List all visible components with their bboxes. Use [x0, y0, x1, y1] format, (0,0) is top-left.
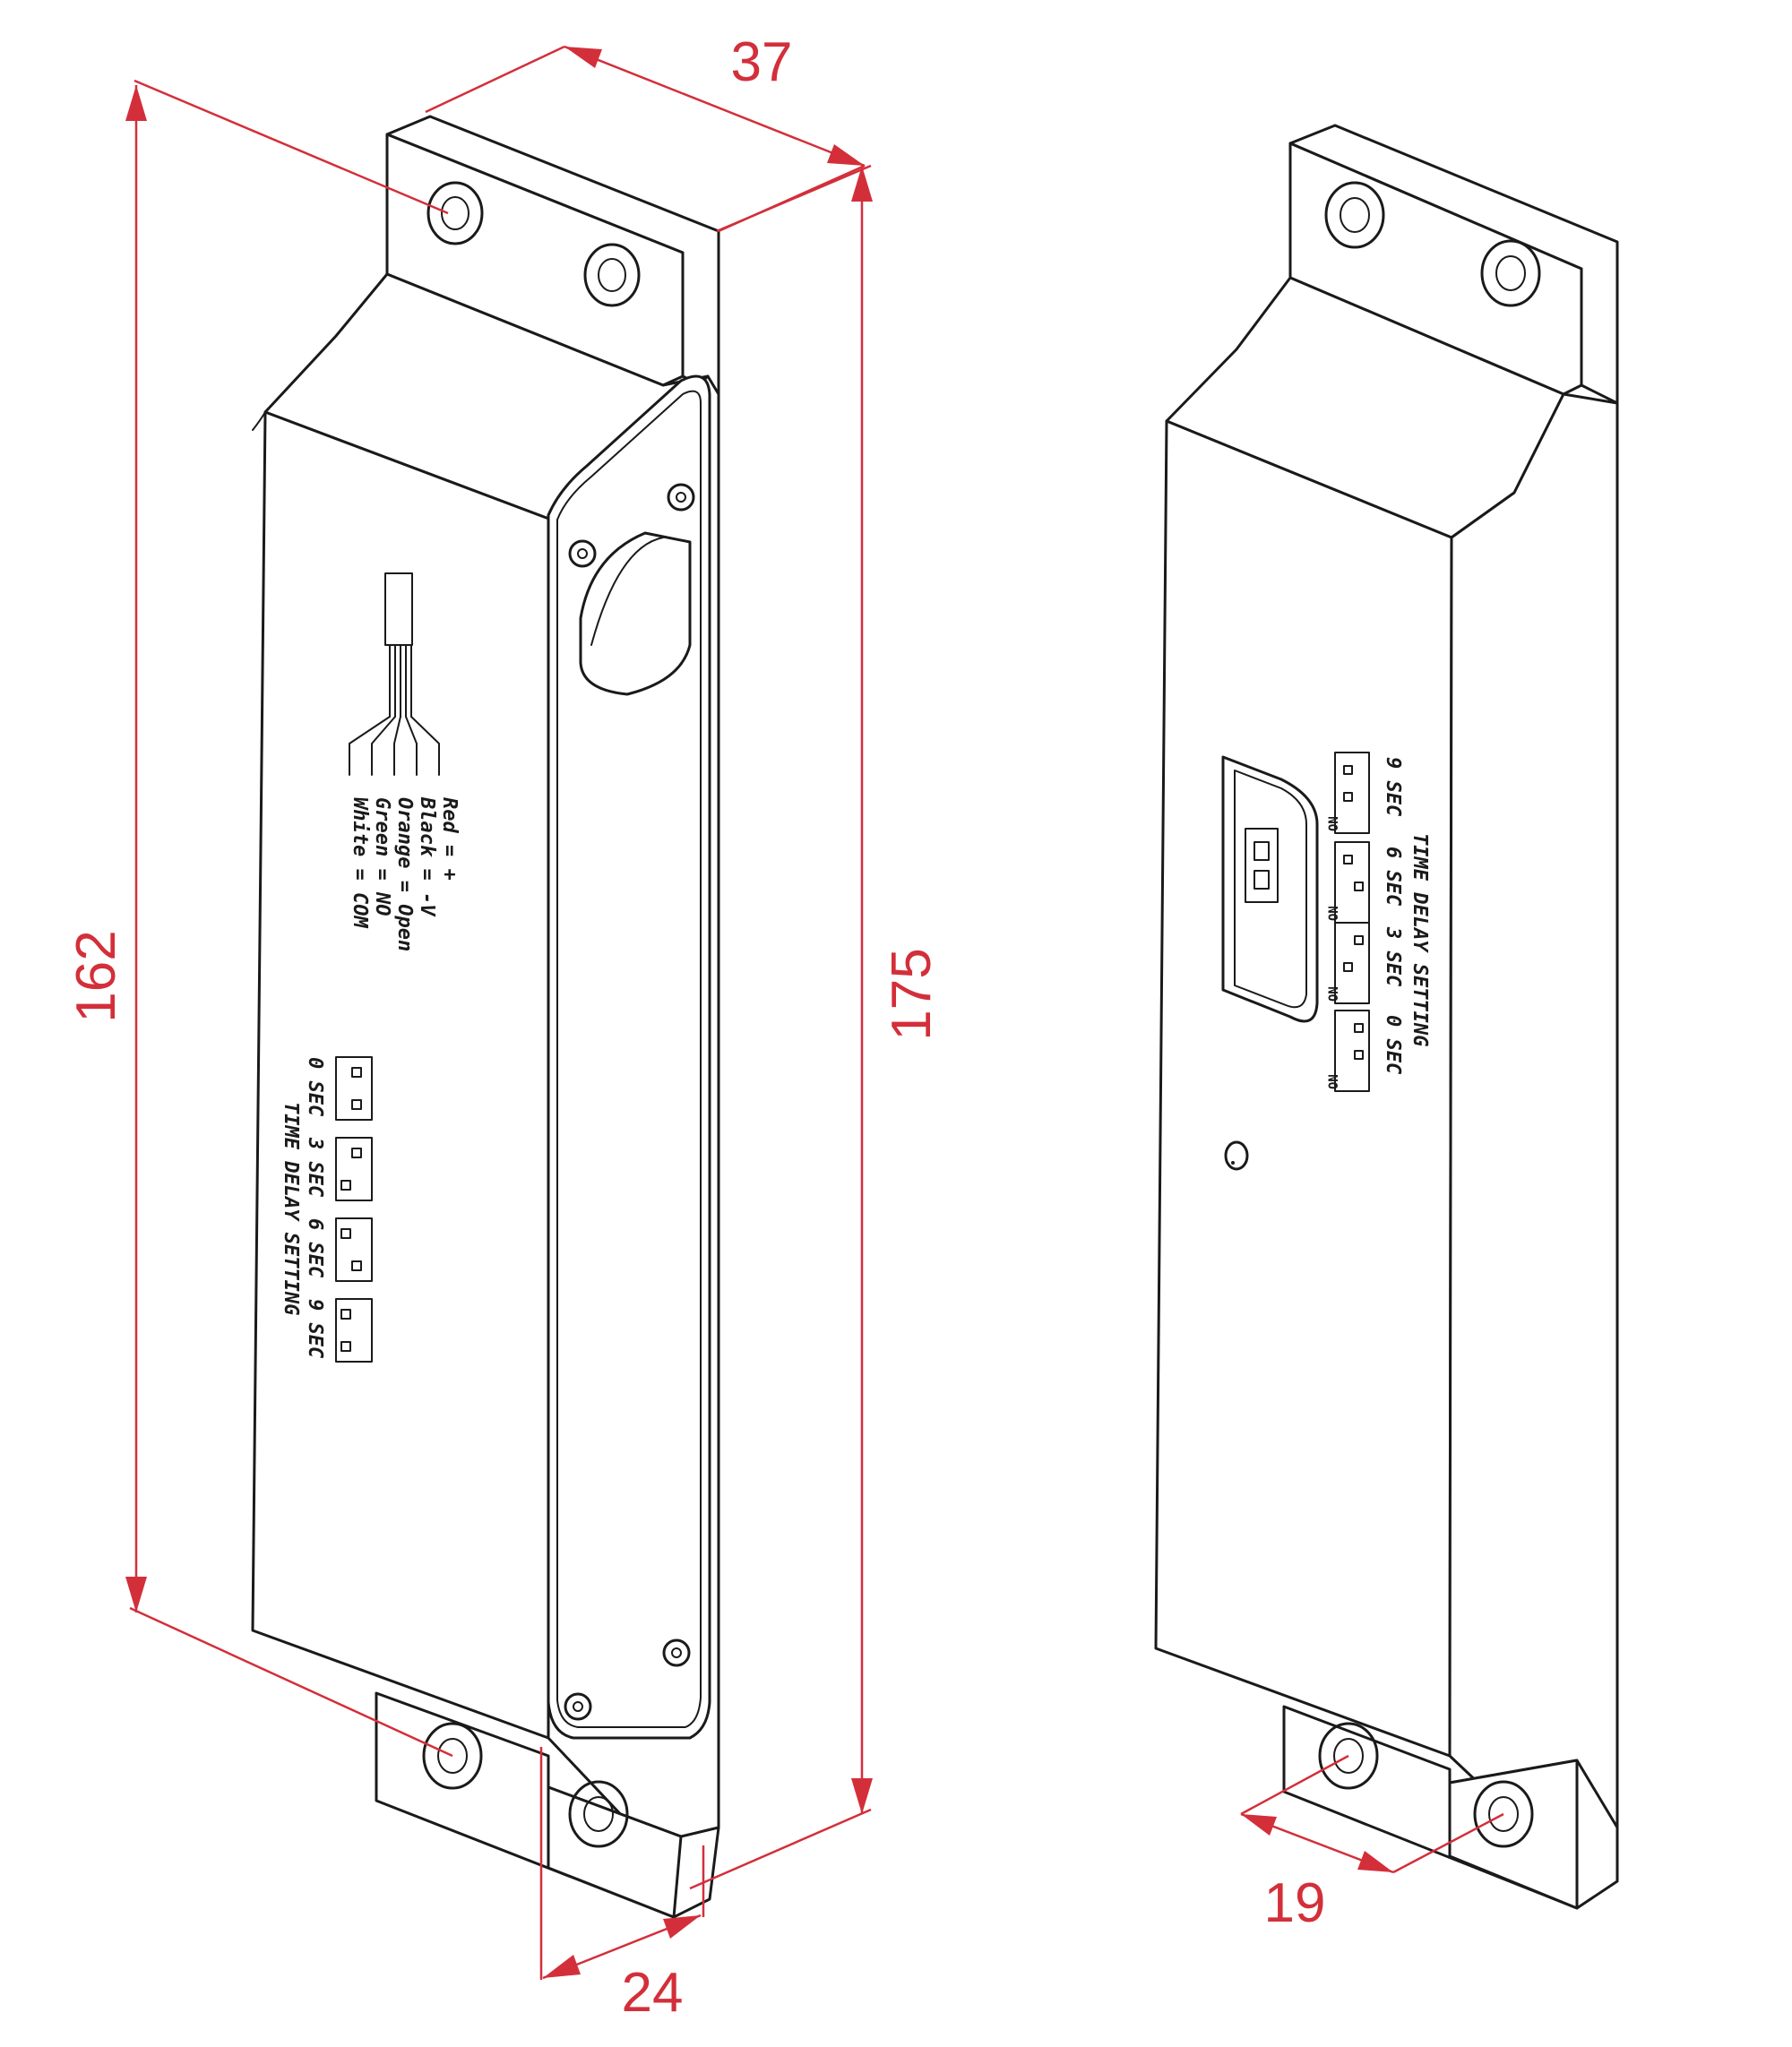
dip-switch [1245, 828, 1279, 903]
wire-white-label: White = COM [349, 797, 371, 928]
wiring-diagram [349, 572, 440, 776]
left-setting-3sec: 3 SEC [304, 1137, 326, 1198]
wire-black-label: Black = -V [416, 796, 438, 917]
svg-text:ON: ON [1327, 1074, 1341, 1089]
right-bottom-hole-1 [1318, 1722, 1379, 1790]
left-flange-hole-2 [583, 243, 641, 307]
left-switch-0sec [335, 1056, 373, 1121]
left-flange-hole-1 [426, 181, 484, 245]
dim-175-label: 175 [881, 948, 943, 1040]
left-setting-6sec: 6 SEC [304, 1218, 326, 1278]
dip-switch-window [1221, 755, 1319, 1023]
wiring-legend: Red = + Black = -V Orange = Open Green =… [349, 796, 461, 951]
left-setting-0sec: 0 SEC [304, 1057, 326, 1117]
left-view: Red = + Black = -V Orange = Open Green =… [65, 31, 943, 2024]
right-time-delay-title: TIME DELAY SETTING [1409, 833, 1431, 1046]
right-setting-9sec: 9 SEC [1382, 757, 1404, 817]
svg-text:ON: ON [1327, 816, 1341, 831]
dim-24-label: 24 [622, 1962, 684, 2024]
dimension-24: 24 [539, 1747, 705, 2024]
right-switch-0sec: ON [1327, 1010, 1370, 1092]
status-led-hole [1224, 1140, 1249, 1171]
right-setting-3sec: 3 SEC [1382, 926, 1404, 987]
right-body-side-face [1154, 419, 1453, 1758]
left-switch-9sec [335, 1298, 373, 1363]
right-body-front-face [1448, 392, 1619, 1865]
right-flange-hole-2 [1480, 239, 1541, 307]
left-time-delay-title: TIME DELAY SETTING [280, 1102, 302, 1315]
wire-green-label: Green = NO [371, 797, 393, 916]
left-bottom-hole-2 [568, 1780, 629, 1848]
left-setting-9sec: 9 SEC [304, 1299, 326, 1359]
left-switch-6sec [335, 1217, 373, 1282]
dimension-175: 175 [689, 164, 943, 1890]
right-time-delay-legend: ON ON ON ON 9 SEC 6 SEC [1327, 752, 1431, 1092]
dimension-37: 37 [425, 31, 866, 233]
right-bottom-hole-2 [1473, 1780, 1534, 1848]
right-setting-0sec: 0 SEC [1382, 1015, 1404, 1075]
svg-text:ON: ON [1327, 986, 1341, 1002]
right-setting-6sec: 6 SEC [1382, 847, 1404, 907]
left-bolt-opening [579, 531, 692, 696]
left-time-delay-legend [335, 1056, 373, 1363]
left-body-side-face [251, 410, 553, 1740]
right-switch-3sec: ON [1327, 922, 1370, 1004]
left-plate-screw-2 [667, 483, 695, 512]
wire-red-label: Red = + [438, 797, 461, 881]
wire-orange-label: Orange = Open [393, 797, 416, 951]
left-plate-screw-1 [568, 539, 597, 568]
dim-19-label: 19 [1264, 1872, 1326, 1934]
left-plate-screw-3 [564, 1692, 592, 1721]
dim-162-label: 162 [65, 930, 127, 1022]
dimension-162: 162 [65, 79, 453, 1758]
left-plate-screw-4 [662, 1638, 691, 1667]
right-flange-hole-1 [1324, 181, 1385, 249]
dim-37-label: 37 [731, 31, 793, 93]
right-view: ON ON ON ON 9 SEC 6 SEC [1154, 124, 1619, 1934]
left-faceplate [547, 374, 711, 1740]
left-top-flange-face [385, 133, 685, 387]
svg-text:ON: ON [1327, 906, 1341, 921]
right-switch-9sec: ON [1327, 752, 1370, 834]
left-bottom-hole-1 [422, 1722, 483, 1790]
dimension-19: 19 [1240, 1754, 1504, 1934]
left-switch-3sec [335, 1137, 373, 1201]
